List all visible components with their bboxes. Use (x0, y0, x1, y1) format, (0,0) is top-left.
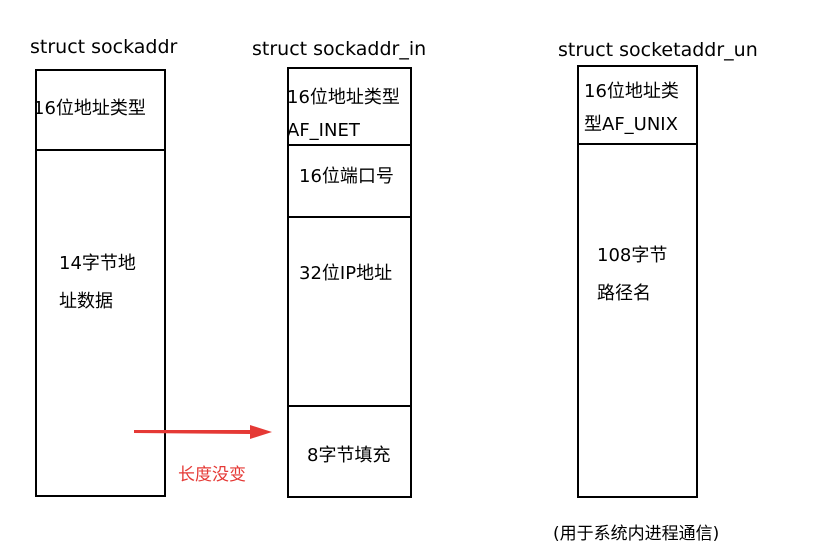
sockaddr-un-title: struct socketaddr_un (558, 39, 758, 61)
red-arrow (134, 425, 272, 439)
length-unchanged-label: 长度没变 (178, 465, 246, 485)
sockaddr-un-path-label: 108字节 路径名 (597, 245, 668, 304)
sockaddr-type-field: 16位地址类型 (33, 71, 164, 151)
sockaddr-un-family-field: 16位地址类 型AF_UNIX (579, 67, 696, 145)
sockaddr-in-padding-label: 8字节填充 (307, 445, 391, 466)
sockaddr-in-box: 16位地址类型 AF_INET 16位端口号 32位IP地址 8字节填充 (287, 67, 412, 498)
sockaddr-un-family-label: 16位地址类 型AF_UNIX (584, 81, 679, 135)
sockaddr-in-family-label: 16位地址类型 AF_INET (287, 87, 400, 141)
sockaddr-in-padding-field: 8字节填充 (289, 407, 410, 496)
sockaddr-un-box: 16位地址类 型AF_UNIX 108字节 路径名 (577, 65, 698, 498)
sockaddr-in-ip-label: 32位IP地址 (299, 263, 393, 284)
sockaddr-data-field: 14字节地 址数据 (37, 151, 164, 495)
sockaddr-in-port-label: 16位端口号 (299, 166, 394, 187)
sockaddr-in-title: struct sockaddr_in (252, 38, 427, 60)
sockaddr-in-port-field: 16位端口号 (289, 146, 410, 218)
sockaddr-in-family-field: 16位地址类型 AF_INET (287, 69, 410, 146)
sockaddr-data-label: 14字节地 址数据 (59, 253, 136, 312)
arrow-shape (134, 425, 272, 439)
sockaddr-in-ip-field: 32位IP地址 (289, 218, 410, 407)
ipc-note: (用于系统内进程通信) (553, 524, 720, 544)
sockaddr-un-path-field: 108字节 路径名 (579, 145, 696, 496)
sockaddr-title: struct sockaddr (30, 36, 178, 58)
sockaddr-box: 16位地址类型 14字节地 址数据 (33, 69, 166, 497)
sockaddr-type-label: 16位地址类型 (33, 98, 146, 119)
